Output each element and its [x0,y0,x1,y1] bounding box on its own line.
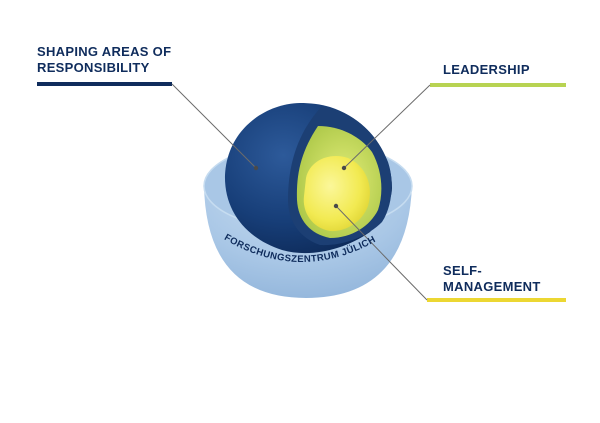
responsibility-label-line2: RESPONSIBILITY [37,60,150,75]
leadership-label: LEADERSHIP [443,62,530,77]
responsibility-label-line1: SHAPING AREAS OF [37,44,172,59]
self-management-label: SELF- MANAGEMENT [443,263,541,295]
responsibility-label: SHAPING AREAS OF RESPONSIBILITY [37,44,197,76]
responsibility-underline [37,82,172,86]
self-management-underline [427,298,566,302]
self-management-leader-dot [333,203,339,209]
responsibility-leader-dot [253,165,259,171]
leadership-underline [430,83,566,87]
self-management-leader-line [335,205,428,301]
self-management-label-line1: SELF- [443,263,483,278]
leadership-leader-line [343,84,431,169]
yellow-core [303,156,370,232]
self-management-label-line2: MANAGEMENT [443,279,541,294]
responsibility-leader-line [171,83,257,169]
leadership-leader-dot [341,165,347,171]
